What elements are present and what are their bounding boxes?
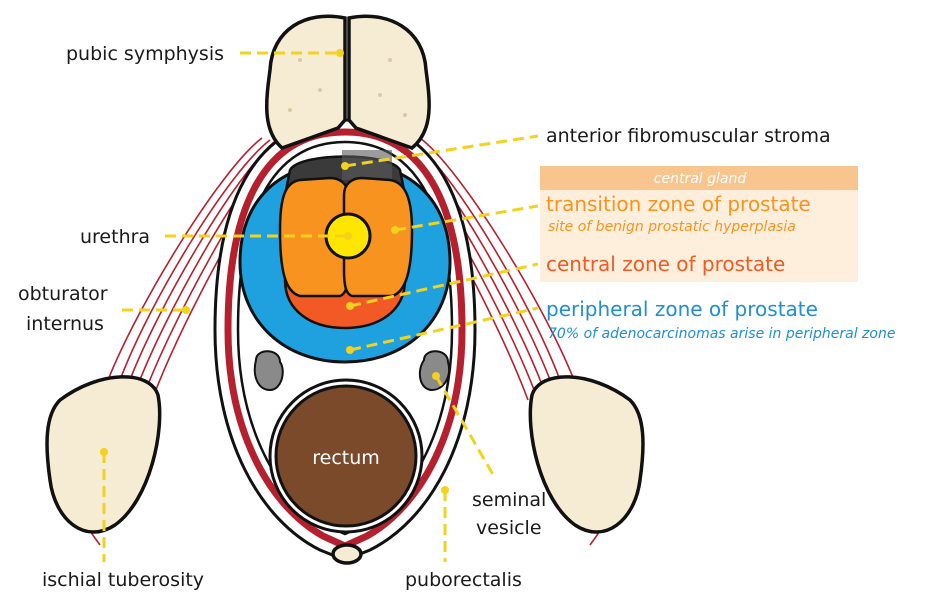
central-zone-label: central zone of prostate xyxy=(546,252,785,276)
anterior-fibromuscular-stroma-label: anterior fibromuscular stroma xyxy=(546,125,831,147)
central-gland-header xyxy=(540,166,858,190)
seminal-vesicle-right xyxy=(418,350,450,392)
pubic-bone-left xyxy=(264,14,347,150)
seminal-vesicle-label-line2: vesicle xyxy=(476,517,542,539)
central-gland-label: central gland xyxy=(654,171,747,187)
puborectalis-label: puborectalis xyxy=(405,569,522,591)
urethra-label: urethra xyxy=(80,226,150,248)
transition-zone-right xyxy=(342,176,414,298)
bottom-nodule xyxy=(331,543,363,565)
pubic-bone-right xyxy=(347,14,431,150)
seminal-vesicle-label-line1: seminal xyxy=(472,489,546,511)
rectum xyxy=(274,384,418,528)
ischial-tuberosity-right xyxy=(528,375,645,534)
transition-zone-label: transition zone of prostate xyxy=(546,192,811,216)
obturator-internus-label-line2: internus xyxy=(26,313,104,335)
rectum-label: rectum xyxy=(312,447,380,469)
leader-lines xyxy=(100,49,539,562)
seminal-vesicle-left xyxy=(253,350,284,392)
transition-zone-note: site of benign prostatic hyperplasia xyxy=(548,219,796,235)
obturator-internus-label-line1: obturator xyxy=(18,283,108,305)
peripheral-zone-note: 70% of adenocarcinomas arise in peripher… xyxy=(548,326,895,342)
ischial-tuberosity-label: ischial tuberosity xyxy=(42,569,204,591)
pubic-symphysis-label: pubic symphysis xyxy=(66,43,224,65)
peripheral-zone-label: peripheral zone of prostate xyxy=(546,297,818,321)
